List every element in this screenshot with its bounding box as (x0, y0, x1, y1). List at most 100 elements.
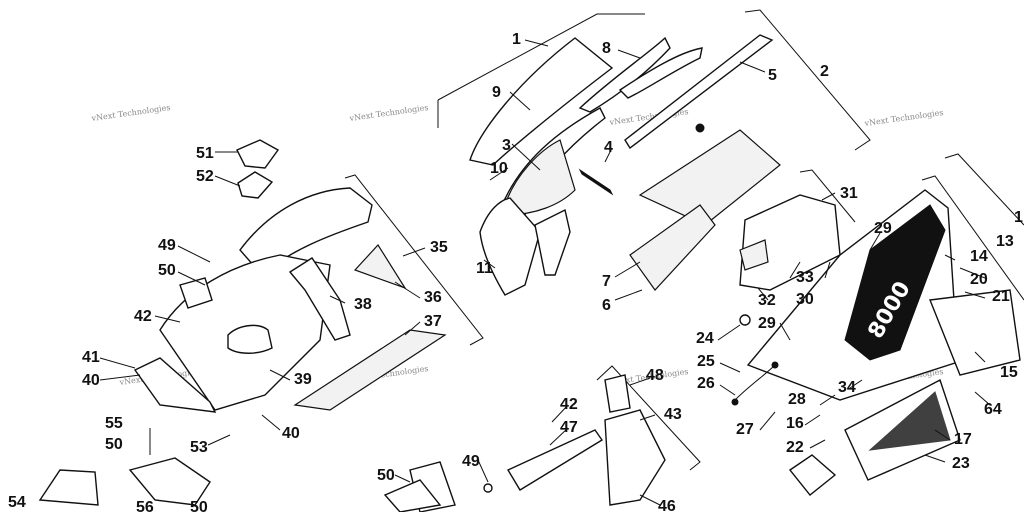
callout-38: 38 (354, 296, 372, 313)
wire-lead (734, 364, 776, 401)
callout-41: 41 (82, 349, 100, 366)
callout-40: 40 (82, 372, 100, 389)
inner-liner (353, 244, 407, 290)
callout-50: 50 (190, 499, 208, 512)
callout-20: 20 (970, 271, 988, 288)
callout-24: 24 (696, 330, 714, 347)
callout-5: 5 (768, 67, 777, 84)
side-panel (929, 289, 1021, 376)
callout-50: 50 (105, 436, 123, 453)
callout-55: 55 (105, 415, 123, 432)
side-mount (179, 277, 213, 309)
callout-33: 33 (796, 269, 814, 286)
callout-6: 6 (602, 297, 611, 314)
callout-34: 34 (838, 379, 856, 396)
callout-42: 42 (134, 308, 152, 325)
hood-assembly (469, 34, 781, 296)
callout-39: 39 (294, 371, 312, 388)
nose-assembly (133, 139, 447, 413)
callout-40: 40 (282, 425, 300, 442)
gasket-lower (237, 171, 274, 199)
callout-51: 51 (196, 145, 214, 162)
callout-52: 52 (196, 168, 214, 185)
callout-37: 37 (424, 313, 442, 330)
front-grille-assembly: 8000 (731, 189, 1021, 496)
callout-53: 53 (190, 439, 208, 456)
washer (483, 483, 493, 493)
callout-32: 32 (758, 292, 776, 309)
center-bracket (288, 257, 351, 341)
callout-21: 21 (992, 288, 1010, 305)
connector (731, 398, 739, 406)
connector (771, 361, 779, 369)
callout-1: 1 (1014, 209, 1023, 226)
front-bracket (534, 208, 571, 276)
callout-49: 49 (462, 453, 480, 470)
callout-49: 49 (158, 237, 176, 254)
callout-35: 35 (430, 239, 448, 256)
grille-mesh (868, 391, 951, 451)
side-panel-assembly (38, 374, 666, 512)
windshield-panel (469, 37, 614, 166)
assembly-brackets (344, 9, 1024, 471)
callout-29: 29 (758, 315, 776, 332)
callout-15: 15 (1000, 364, 1018, 381)
callout-30: 30 (796, 291, 814, 308)
callout-48: 48 (646, 367, 664, 384)
callout-25: 25 (697, 353, 715, 370)
fastener (739, 314, 751, 326)
callout-29: 29 (874, 220, 892, 237)
light-lens (739, 239, 769, 271)
callout-23: 23 (952, 455, 970, 472)
foam-block-small (629, 204, 716, 291)
small-bracket (604, 374, 631, 413)
callout-50: 50 (158, 262, 176, 279)
callout-43: 43 (664, 406, 682, 423)
callout-4: 4 (604, 139, 613, 156)
intake-duct (227, 324, 273, 354)
vent-strip (578, 168, 614, 196)
lower-side-panel (479, 197, 541, 296)
gasket-upper (236, 139, 280, 169)
foam-block-large (638, 129, 781, 226)
diamond-plate (788, 454, 837, 496)
upper-trim-strip (578, 36, 671, 113)
callout-13: 13 (996, 233, 1014, 250)
watermark: vNext Technologies (348, 103, 429, 123)
callout-1: 1 (512, 31, 521, 48)
callout-16: 16 (786, 415, 804, 432)
callout-3: 3 (502, 137, 511, 154)
callout-47: 47 (560, 419, 578, 436)
side-trim-strip (618, 47, 703, 99)
watermark: vNext Technologies (90, 103, 171, 123)
callout-10: 10 (490, 160, 508, 177)
callout-42: 42 (560, 396, 578, 413)
callouts: 1 2 3 4 5 6 7 8 9 10 11 13 14 15 16 17 2… (8, 31, 1023, 512)
console-cover (624, 34, 774, 150)
leader-lines (99, 39, 991, 506)
callout-14: 14 (970, 248, 988, 265)
side-cover (38, 469, 99, 506)
callout-26: 26 (697, 375, 715, 392)
callout-64: 64 (984, 401, 1002, 418)
callout-46: 46 (658, 498, 676, 512)
callout-56: 56 (136, 499, 154, 512)
callout-31: 31 (840, 185, 858, 202)
hood-inner-panel (504, 139, 576, 216)
callout-7: 7 (602, 273, 611, 290)
callout-17: 17 (954, 431, 972, 448)
side-fairing (506, 429, 604, 491)
watermark: vNext Technologies (863, 108, 944, 128)
callout-9: 9 (492, 84, 501, 101)
lower-bracket (133, 357, 217, 413)
side-skid-panel (293, 329, 447, 411)
callout-36: 36 (424, 289, 442, 306)
callout-50: 50 (377, 467, 395, 484)
callout-28: 28 (788, 391, 806, 408)
callout-27: 27 (736, 421, 754, 438)
mount-block (128, 457, 211, 506)
lower-fairing (604, 409, 666, 506)
callout-2: 2 (820, 63, 829, 80)
callout-8: 8 (602, 40, 611, 57)
